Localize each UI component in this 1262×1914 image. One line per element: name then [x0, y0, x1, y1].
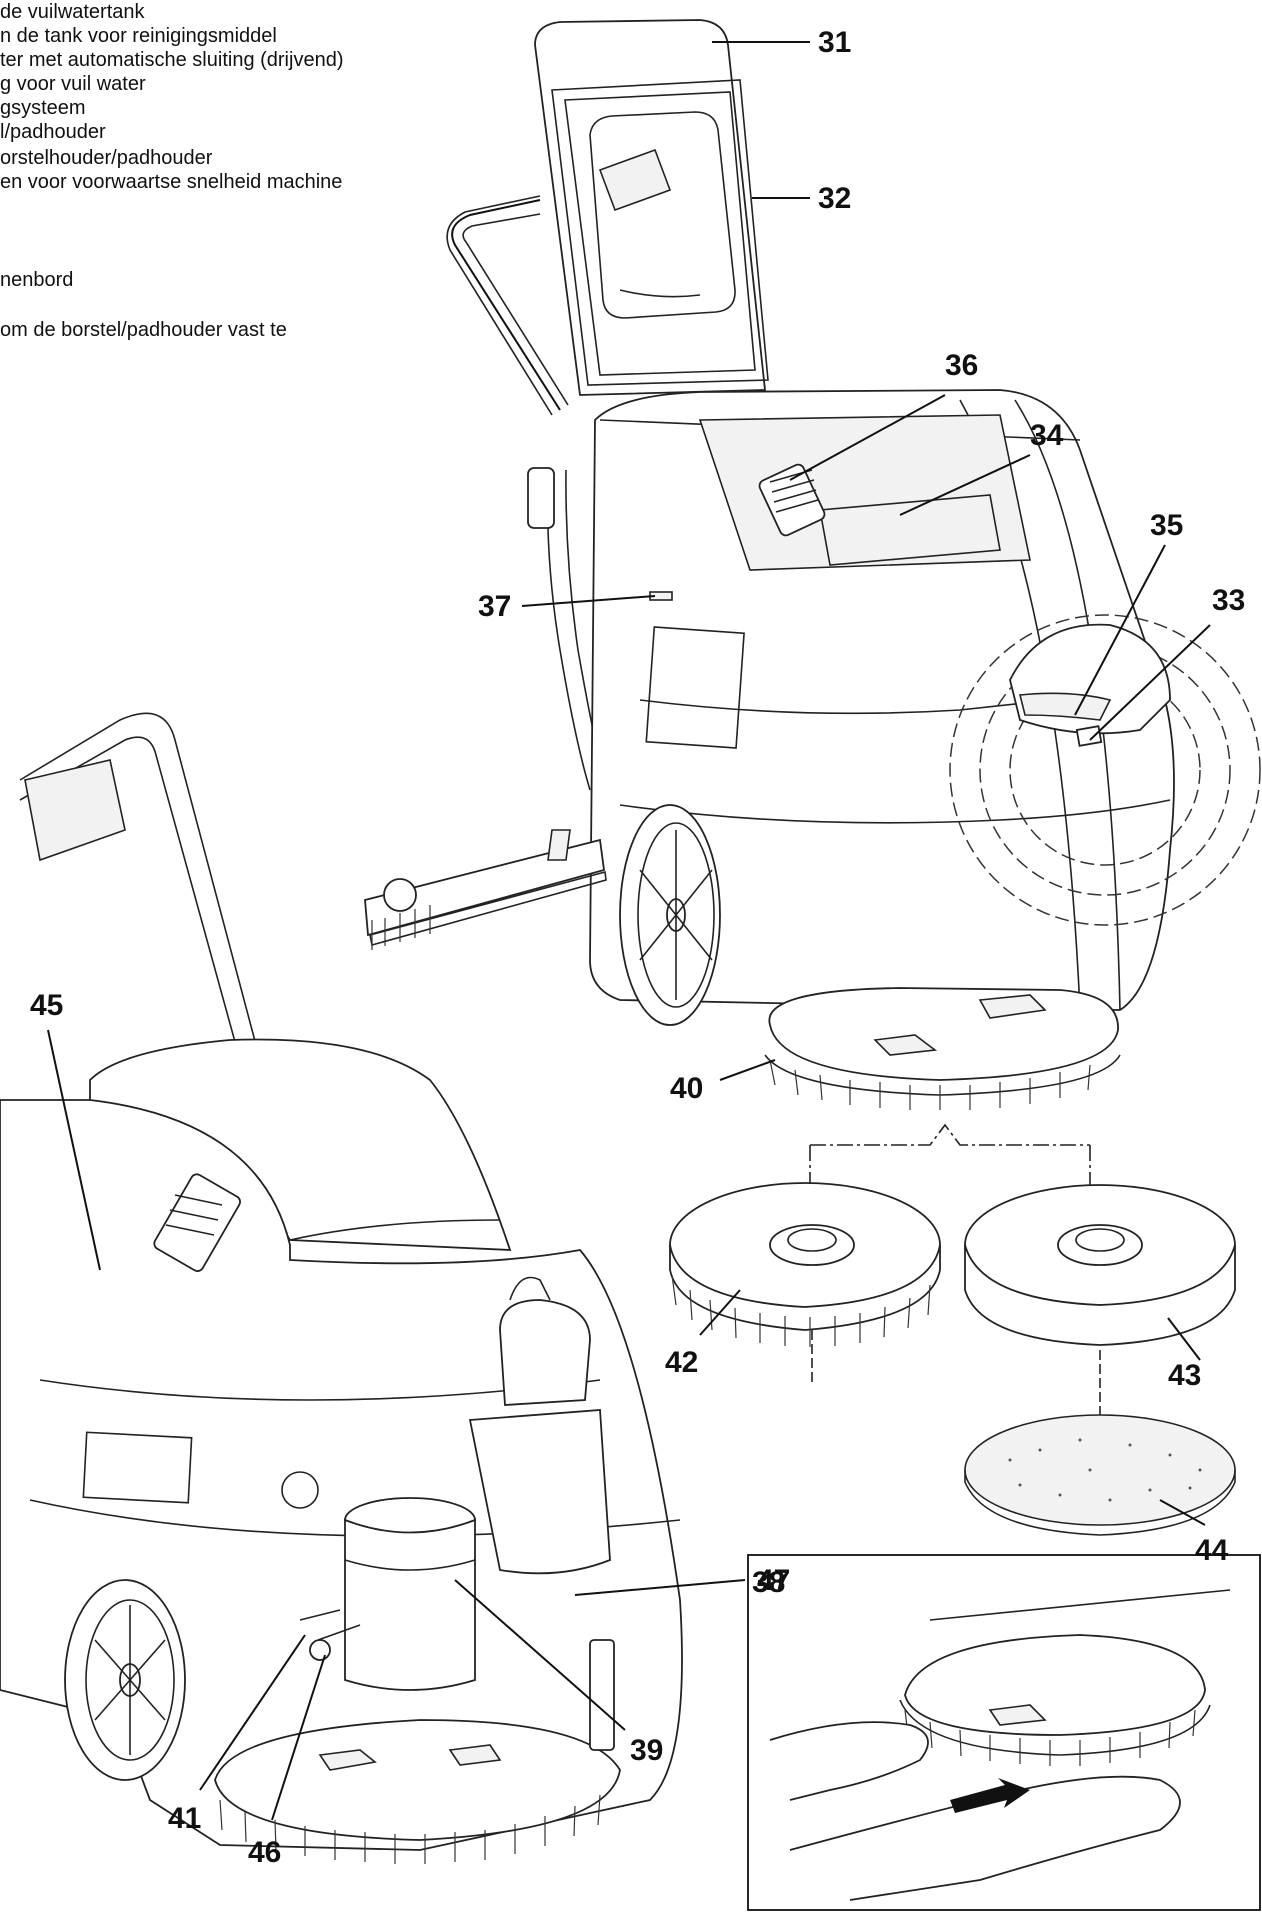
callout-40: 40	[670, 1072, 703, 1105]
legend-line: de vuilwatertank	[0, 1, 145, 23]
brush-pad-options	[669, 1123, 1236, 1536]
callout-33: 33	[1212, 584, 1245, 617]
callout-37: 37	[478, 590, 511, 623]
filter	[758, 463, 826, 537]
legend-line: nenbord	[0, 269, 74, 291]
callout-39: 39	[630, 1734, 663, 1767]
callout-43: 43	[1168, 1359, 1201, 1392]
inset-47	[747, 1554, 1261, 1911]
filter-bottom	[153, 1173, 241, 1272]
legend-line: l/padhouder	[0, 121, 106, 143]
callout-47: 47	[757, 1564, 790, 1597]
callout-44: 44	[1195, 1534, 1229, 1567]
callout-42: 42	[665, 1346, 698, 1379]
legend-line: n de tank voor reinigingsmiddel	[0, 25, 277, 47]
brush-deck-top	[764, 987, 1121, 1110]
callout-45: 45	[30, 989, 63, 1022]
rear-wheel	[619, 804, 721, 1026]
squeegee	[364, 829, 607, 950]
legend-line: g voor vuil water	[0, 73, 146, 95]
legend-line: ter met automatische sluiting (drijvend)	[0, 49, 344, 71]
top-machine-drawing	[364, 19, 1261, 1110]
legend-line: orstelhouder/padhouder	[0, 147, 213, 169]
rear-wheel-bottom	[64, 1579, 186, 1781]
callout-41: 41	[168, 1802, 201, 1835]
motor	[344, 1497, 476, 1691]
callout-46: 46	[248, 1836, 281, 1869]
legend-line: en voor voorwaartse snelheid machine	[0, 171, 343, 193]
bottom-machine-drawing	[0, 712, 683, 1864]
callout-38: 38	[752, 1566, 785, 1599]
callout-numbers: 31 32 33 34 35 36 37 38 39 40 41 42 43 4…	[30, 26, 1245, 1869]
legend-line: gsysteem	[0, 97, 86, 119]
callout-31: 31	[818, 26, 851, 59]
callout-leaders	[47, 41, 1211, 1821]
callout-35: 35	[1150, 509, 1183, 542]
callout-32: 32	[818, 182, 851, 215]
callout-34: 34	[1030, 419, 1064, 452]
callout-36: 36	[945, 349, 978, 382]
legend-line: om de borstel/padhouder vast te	[0, 319, 287, 341]
